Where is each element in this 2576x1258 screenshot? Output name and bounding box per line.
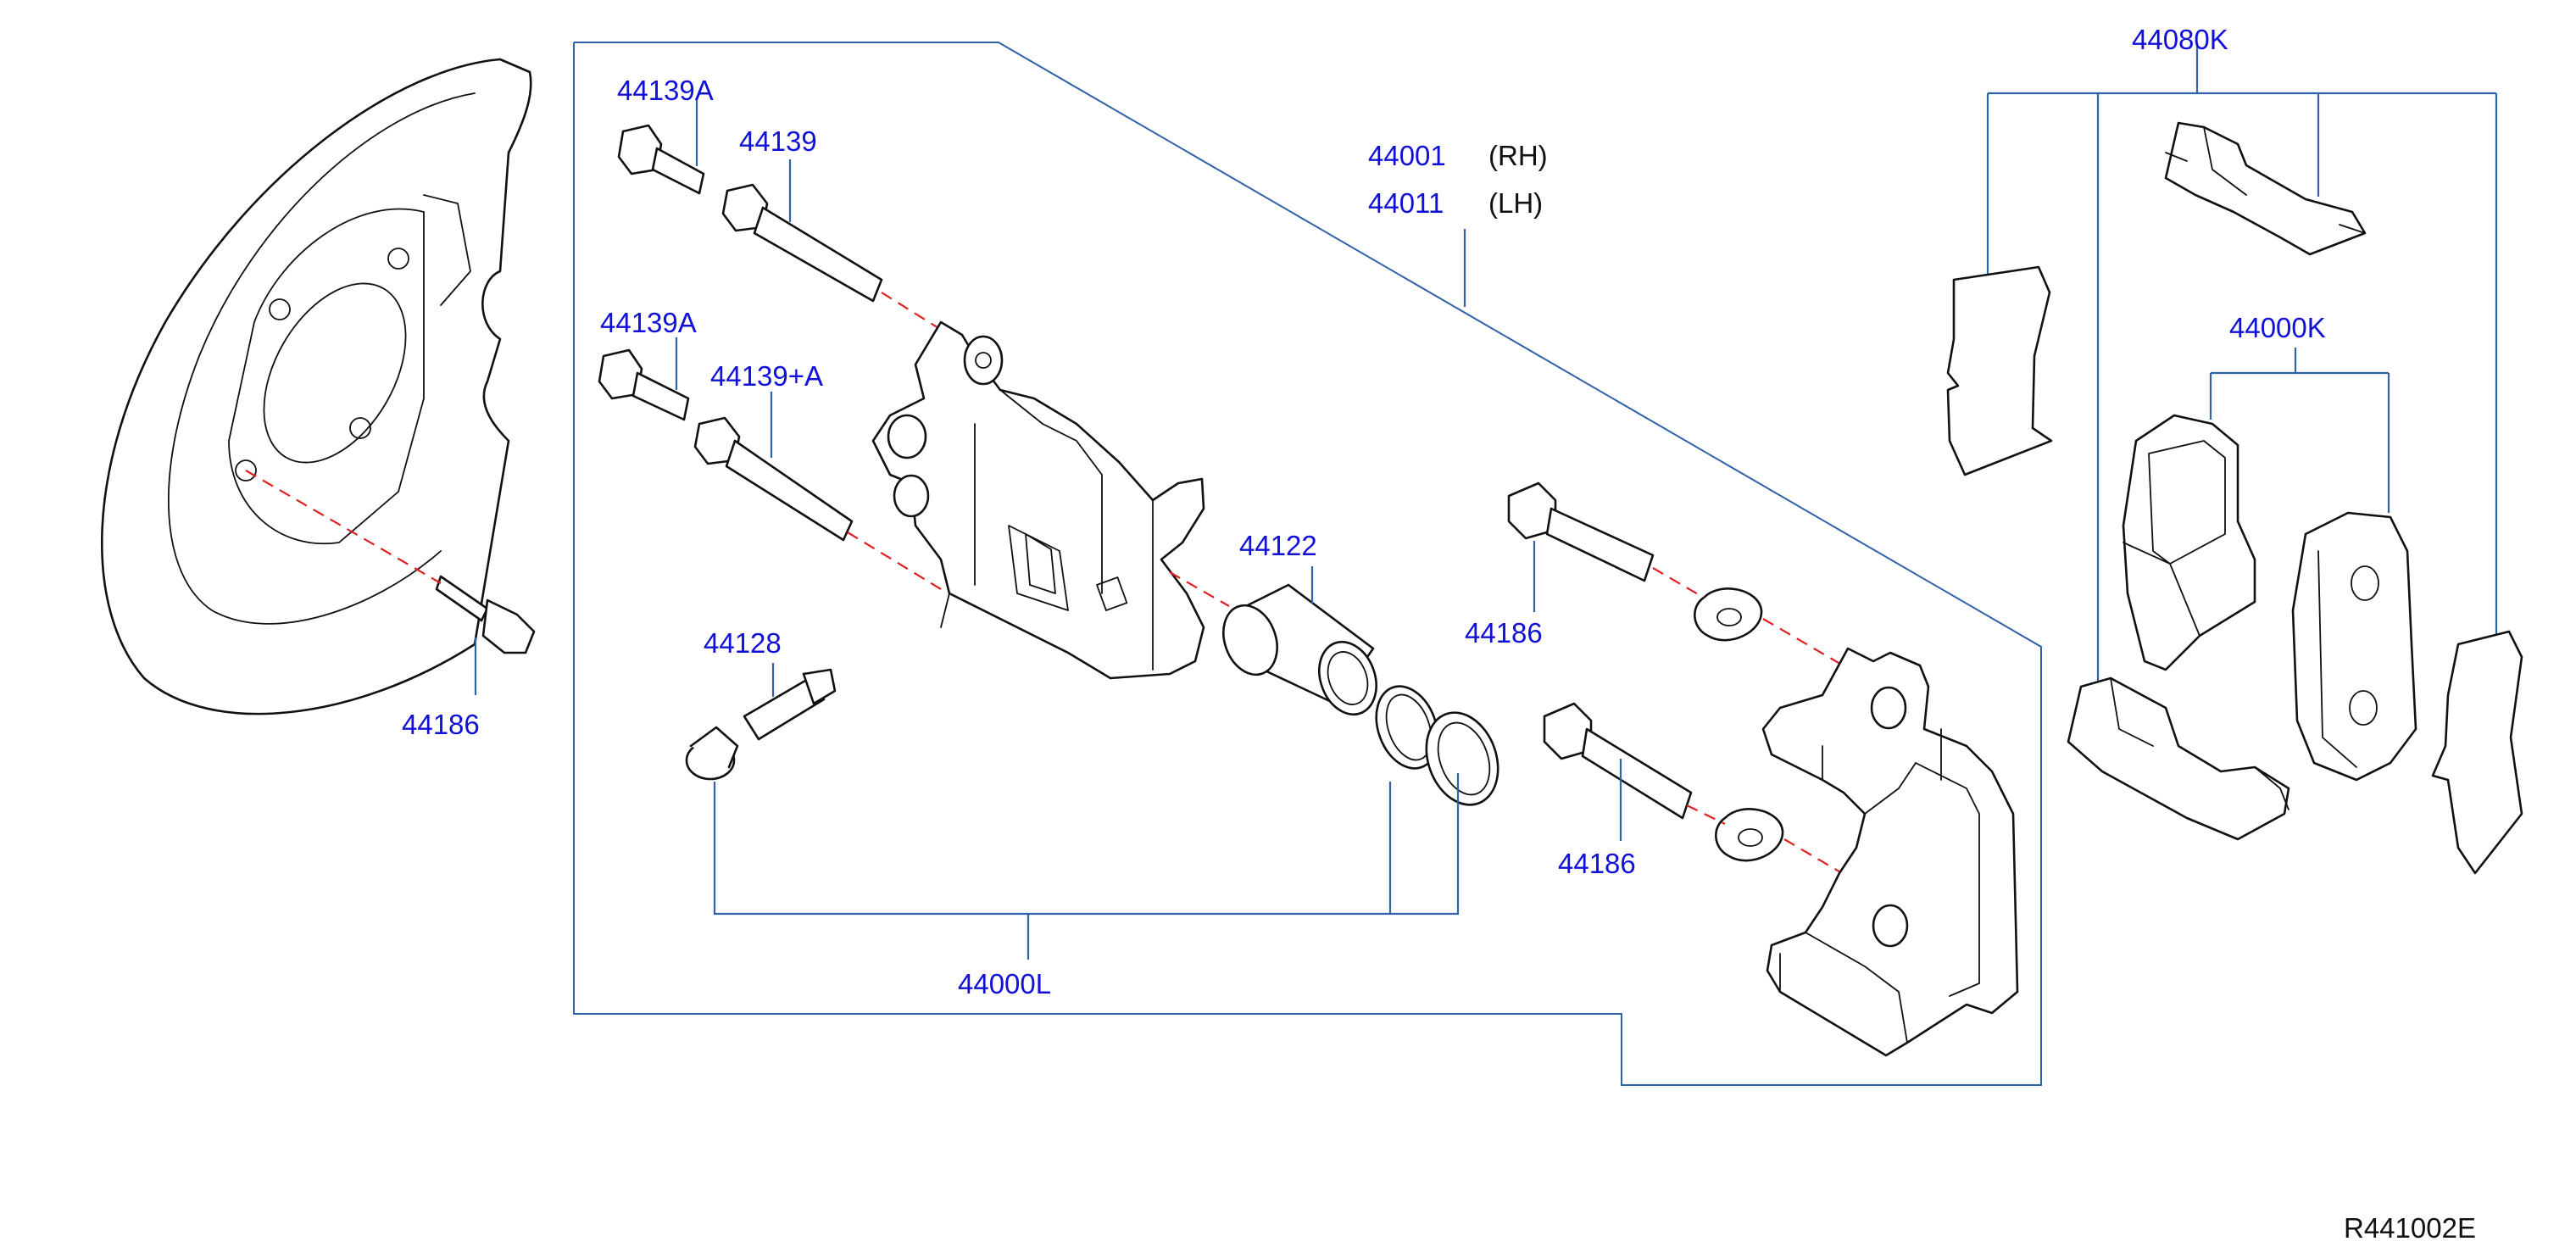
caliper-body (871, 320, 1205, 680)
label-44000k: 44000K (2229, 312, 2326, 343)
label-44186-upper: 44186 (1465, 617, 1543, 648)
pad-retainer-clip-upper (2164, 121, 2367, 256)
label-44122: 44122 (1239, 530, 1317, 561)
bracket-bolt-upper (1507, 481, 1763, 642)
label-44139a-upper: 44139A (617, 75, 714, 106)
anti-squeal-shim-left (1946, 265, 2053, 476)
label-44186-lower: 44186 (1558, 848, 1636, 879)
piston-seal (1375, 685, 1439, 770)
guide-bolt-a-upper (617, 124, 705, 195)
brake-pad-inner (2122, 414, 2256, 671)
label-44080k: 44080K (2132, 24, 2228, 55)
pad-retainer-clip-lower (2067, 676, 2290, 841)
caliper-piston (1222, 583, 1377, 716)
label-44139a-lower: 44139A (600, 307, 697, 338)
label-44001: 44001 (1368, 140, 1446, 171)
bracket-bolt-lower (1543, 702, 1784, 862)
caliper-bracket (1761, 647, 2019, 1057)
label-44139-plus-a: 44139+A (710, 360, 823, 392)
label-44128: 44128 (704, 627, 782, 659)
brake-pad-outer (2291, 511, 2417, 782)
label-44000l: 44000L (958, 968, 1051, 999)
label-lh: (LH) (1488, 187, 1543, 219)
dust-shield (100, 58, 532, 715)
label-rh: (RH) (1488, 140, 1548, 171)
guide-bolt-upper (721, 183, 883, 303)
drawing-number: R441002E (2344, 1212, 2476, 1244)
bleeder-screw (685, 668, 837, 781)
label-44139: 44139 (739, 125, 817, 157)
shield-bolt (435, 575, 536, 654)
label-44186-shield: 44186 (402, 709, 480, 740)
caliper-assembly-frame (573, 42, 2042, 1086)
anti-squeal-shim-right (2431, 630, 2523, 875)
guide-bolt-a-lower (598, 348, 690, 421)
guide-bolt-combo (693, 416, 854, 542)
label-44011: 44011 (1368, 187, 1444, 219)
dust-boot (1425, 711, 1499, 806)
